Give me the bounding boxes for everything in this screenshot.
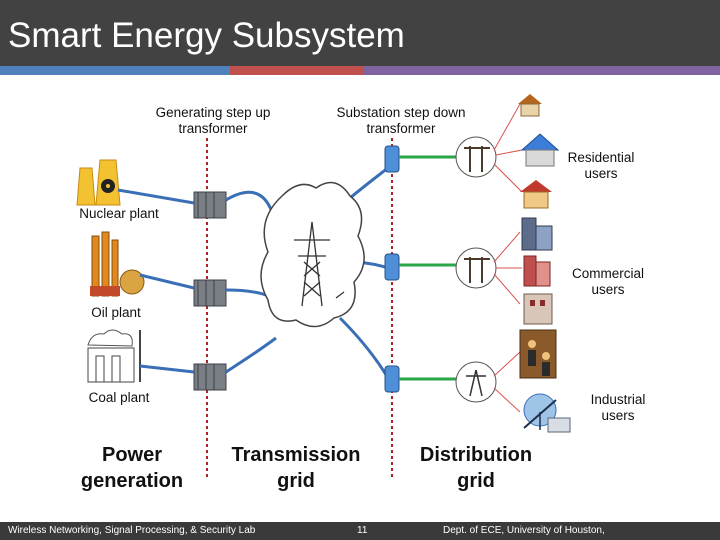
industrial-users-label: Industrial users (578, 392, 658, 424)
step-down-transformer-icon (384, 365, 400, 393)
step-up-transformer-icon (193, 279, 227, 307)
accent-stripe-purple (364, 66, 720, 75)
footer-page-number: 11 (357, 525, 368, 536)
step-up-transformer-icon (193, 191, 227, 219)
title-bar (0, 0, 720, 66)
distribution-grid-label-line1: Distribution (419, 444, 533, 466)
industrial-users-label-line2: users (601, 408, 635, 423)
house-icon (520, 180, 552, 209)
distribution-grid-label-line2: grid (457, 470, 495, 492)
industrial-crane-icon (523, 393, 571, 433)
coal-plant-label: Coal plant (88, 390, 150, 405)
office-building-icon (523, 255, 551, 287)
distribution-pole-icon (455, 361, 497, 403)
accent-stripe-red (230, 66, 364, 75)
house-icon (518, 94, 542, 117)
step-down-transformer-icon (384, 253, 400, 281)
power-generation-label-line2: generation (80, 470, 184, 492)
nuclear-plant-icon (76, 159, 121, 206)
transmission-grid-label-line1: Transmission (231, 444, 361, 466)
transmission-grid-label-line2: grid (277, 470, 315, 492)
transmission-tower-icon (294, 221, 345, 307)
factory-workers-icon (519, 329, 557, 379)
user-lines (493, 103, 523, 413)
footer-department: Dept. of ECE, University of Houston, (443, 525, 605, 536)
residential-users-label-line1: Residential (567, 150, 635, 165)
commercial-users-label-line1: Commercial (571, 266, 644, 281)
slide-title: Smart Energy Subsystem (8, 16, 405, 55)
distribution-pole-icon (455, 136, 497, 178)
slide-footer: Wireless Networking, Signal Processing, … (0, 522, 720, 540)
accent-stripe-blue (0, 66, 230, 75)
step-down-transformer-icon (384, 145, 400, 173)
commercial-users-label-line2: users (591, 282, 625, 297)
power-generation-label-line1: Power (101, 444, 163, 466)
oil-plant-label: Oil plant (91, 305, 141, 320)
transmission-grid-label: Transmission grid (218, 442, 374, 494)
generating-transformer-label-line2: transformer (178, 121, 248, 136)
distribution-pole-icon (455, 247, 497, 289)
office-building-icon (521, 217, 553, 251)
office-building-icon (523, 293, 553, 325)
generating-transformer-label: Generating step up transformer (140, 105, 286, 137)
footer-lab-name: Wireless Networking, Signal Processing, … (8, 525, 256, 536)
commercial-users-label: Commercial users (562, 266, 654, 298)
substation-transformer-label-line2: transformer (366, 121, 436, 136)
residential-users-label: Residential users (558, 150, 644, 182)
distribution-lines (399, 155, 456, 381)
coal-plant-icon (87, 329, 141, 383)
industrial-users-label-line1: Industrial (590, 392, 646, 407)
step-up-transformer-icon (193, 363, 227, 391)
transmission-cloud (260, 181, 365, 328)
nuclear-plant-label: Nuclear plant (79, 206, 159, 221)
distribution-grid-label: Distribution grid (404, 442, 548, 494)
residential-users-label-line2: users (584, 166, 618, 181)
oil-plant-icon (90, 231, 145, 297)
solar-house-icon (520, 133, 560, 167)
substation-transformer-label-line1: Substation step down (336, 105, 466, 120)
power-generation-label: Power generation (66, 442, 198, 494)
substation-transformer-label: Substation step down transformer (318, 105, 484, 137)
generating-transformer-label-line1: Generating step up (155, 105, 271, 120)
